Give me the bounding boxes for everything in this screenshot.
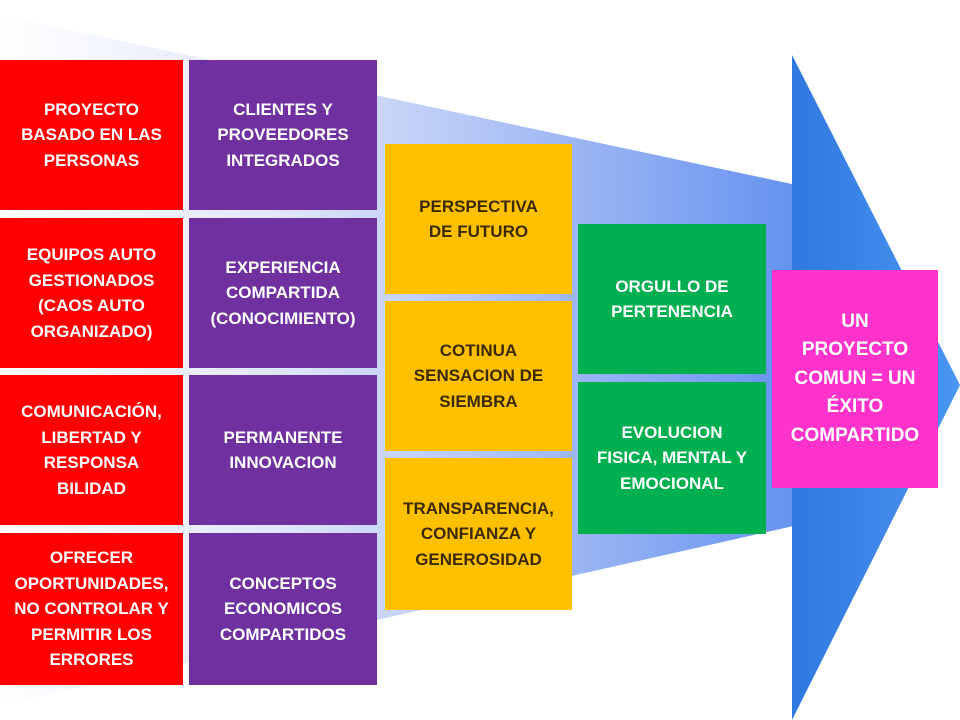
purple-box-3: PERMANENTE INNOVACION (189, 375, 377, 525)
red-box-3: COMUNICACIÓN, LIBERTAD Y RESPONSA BILIDA… (0, 375, 183, 525)
purple-box-2: EXPERIENCIA COMPARTIDA (CONOCIMIENTO) (189, 218, 377, 368)
red-box-1: PROYECTO BASADO EN LAS PERSONAS (0, 60, 183, 210)
result-box: UN PROYECTO COMUN = UN ÉXITO COMPARTIDO (772, 270, 938, 488)
yellow-box-3: TRANSPARENCIA, CONFIANZA Y GENEROSIDAD (385, 458, 572, 610)
yellow-box-2: COTINUA SENSACION DE SIEMBRA (385, 301, 572, 451)
red-box-2: EQUIPOS AUTO GESTIONADOS (CAOS AUTO ORGA… (0, 218, 183, 368)
purple-box-4: CONCEPTOS ECONOMICOS COMPARTIDOS (189, 533, 377, 685)
purple-box-1: CLIENTES Y PROVEEDORES INTEGRADOS (189, 60, 377, 210)
yellow-box-1: PERSPECTIVA DE FUTURO (385, 144, 572, 294)
green-box-1: ORGULLO DE PERTENENCIA (578, 224, 766, 374)
green-box-2: EVOLUCION FISICA, MENTAL Y EMOCIONAL (578, 382, 766, 534)
red-box-4: OFRECER OPORTUNIDADES, NO CONTROLAR Y PE… (0, 533, 183, 685)
